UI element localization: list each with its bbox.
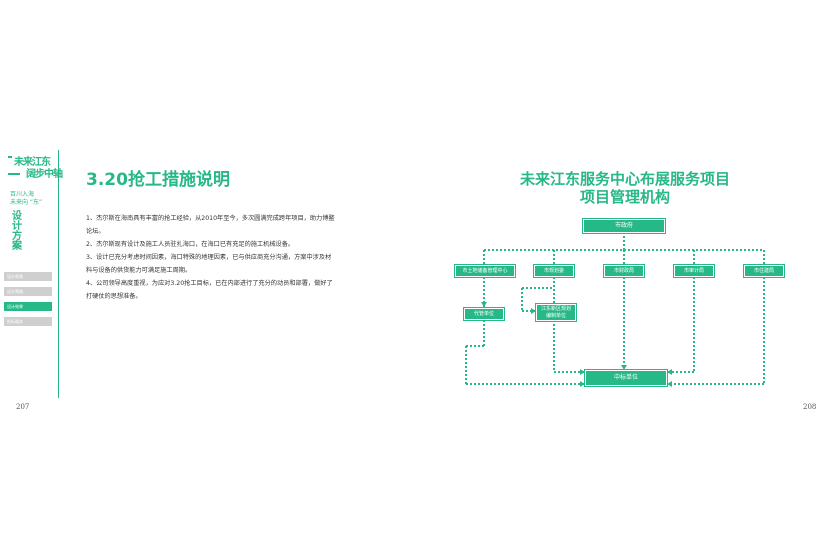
org-node-finance-bureau: 市财政局	[603, 264, 645, 278]
nav-item-bid-service[interactable]: 投标服务	[4, 317, 52, 326]
logo: 未来江东 阔步中轴	[8, 153, 63, 180]
body-text: 1、杰尔斯在海南具有丰富的抢工经验，从2010年至今，多次圆满完成跨年项目，助力…	[86, 212, 336, 303]
logo-text-line2: 阔步中轴	[26, 169, 63, 180]
org-node-planning-unit: 江东新区规划编制单位	[535, 303, 577, 322]
nav-item-design-strategy[interactable]: 设计策略	[4, 287, 52, 296]
page-number-right: 208	[803, 403, 817, 411]
logo-accent-bar-2	[8, 173, 20, 175]
paragraph: 1、杰尔斯在海南具有丰富的抢工经验，从2010年至今，多次圆满完成跨年项目，助力…	[86, 215, 335, 235]
logo-accent-bar	[8, 156, 12, 158]
tagline-line2: 未来向 “东”	[10, 199, 43, 206]
sidebar-divider	[58, 150, 59, 398]
tagline-line1: 百川入海	[10, 191, 35, 198]
org-node-city-government: 市政府	[582, 218, 666, 234]
section-char: 计	[12, 221, 22, 232]
org-node-planning-commission: 市规划委	[533, 264, 575, 278]
section-char: 方	[12, 231, 22, 242]
paragraph: 2、杰尔斯现有设计及施工人员驻扎海口，在海口已有充足的施工机械设备。	[86, 241, 295, 248]
org-node-land-reserve-center: 市土地储备管理中心	[454, 264, 516, 278]
org-node-winning-bidder: 中标单位	[584, 369, 668, 387]
page-number-left: 207	[16, 403, 30, 411]
org-node-agent-unit: 代管单位	[463, 307, 505, 321]
section-title-vertical: 设 计 方 案	[11, 212, 23, 252]
org-node-housing-bureau: 市住建局	[743, 264, 785, 278]
org-node-audit-bureau: 市审计局	[673, 264, 715, 278]
paragraph: 4、公司领导高度重视，为应对3.20抢工目标，已在内部进行了充分的动员和部署，做…	[86, 280, 333, 300]
logo-text-line1: 未来江东	[14, 157, 51, 168]
page-title: 3.20抢工措施说明	[86, 170, 230, 190]
paragraph: 3、设计已充分考虑时间因素，海口特殊的地理因素，已与供应商充分沟通，方案中涉及材…	[86, 254, 332, 274]
section-char: 设	[12, 211, 22, 222]
chart-title-line2: 项目管理机构	[579, 188, 670, 206]
section-char: 案	[12, 241, 22, 252]
chart-title-line1: 未来江东服务中心布展服务项目	[519, 170, 730, 188]
sidebar: 未来江东 阔步中轴 百川入海 未来向 “东” 设 计 方 案 设计背景 设计策略…	[0, 0, 63, 550]
nav-item-design-background[interactable]: 设计背景	[4, 272, 52, 281]
nav-item-design-effect[interactable]: 设计效果	[4, 302, 52, 311]
